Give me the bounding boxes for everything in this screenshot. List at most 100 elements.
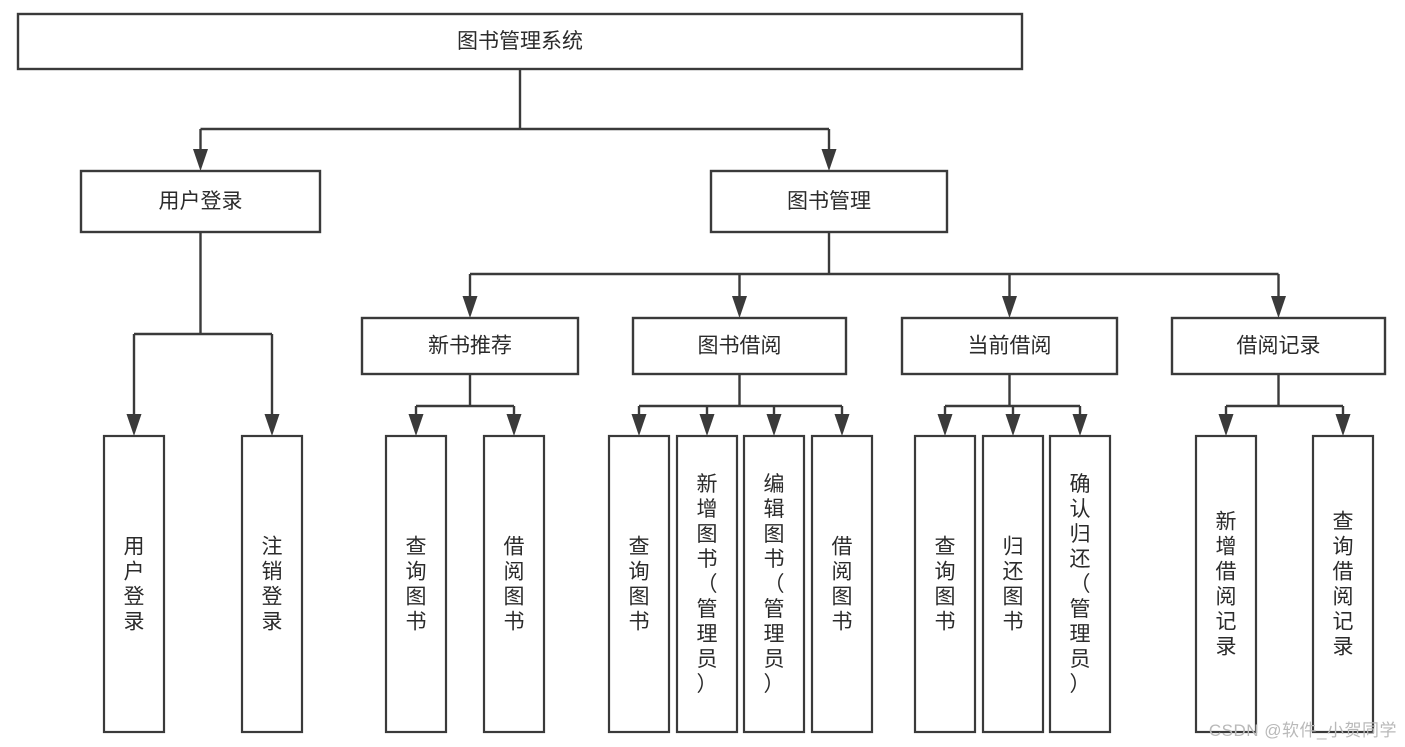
node-label-char: 记 (1333, 611, 1354, 634)
node-label-char: 书 (504, 611, 525, 634)
arrow-head-icon (937, 414, 953, 436)
node-label-char: 阅 (832, 561, 853, 584)
node-root[interactable]: 图书管理系统 (16, 12, 1024, 71)
edge-group-book-borrow (631, 374, 850, 436)
node-label-char: 还 (1070, 548, 1091, 571)
node-leaf-borrow-borrow-book[interactable]: 借阅图书 (810, 434, 874, 734)
arrow-head-icon (1335, 414, 1351, 436)
node-label-char: 确 (1070, 473, 1091, 496)
node-leaf-user-login[interactable]: 用户登录 (102, 434, 166, 734)
arrow-head-icon (408, 414, 424, 436)
node-box-leaf-current-return-book[interactable] (981, 434, 1045, 734)
node-box-leaf-borrow-edit-book[interactable] (742, 434, 806, 734)
node-label-leaf-current-return-book: 归还图书 (1003, 536, 1024, 634)
node-label-char: （ (1070, 573, 1091, 596)
node-label-char: 销 (262, 561, 283, 584)
node-leaf-user-logout[interactable]: 注销登录 (240, 434, 304, 734)
node-box-leaf-borrow-borrow-book[interactable] (810, 434, 874, 734)
node-label-char: （ (764, 573, 785, 596)
node-leaf-rec-borrow-book[interactable]: 借阅图书 (482, 434, 546, 734)
node-label-char: 书 (629, 611, 650, 634)
node-label-char: 书 (697, 548, 718, 571)
node-new-book-recommend[interactable]: 新书推荐 (360, 316, 580, 376)
arrow-head-icon (193, 149, 208, 171)
node-box-leaf-current-query-book[interactable] (913, 434, 977, 734)
node-label-char: 询 (1333, 536, 1354, 559)
node-book-management[interactable]: 图书管理 (709, 169, 949, 234)
node-label-char: 查 (629, 536, 650, 559)
node-label-leaf-borrow-edit-book: 编辑图书（管理员） (764, 473, 785, 696)
arrow-head-icon (506, 414, 522, 436)
node-label-char: 录 (124, 611, 145, 634)
node-label-char: 询 (935, 561, 956, 584)
node-label-char: 图 (697, 523, 718, 546)
node-leaf-current-return-book[interactable]: 归还图书 (981, 434, 1045, 734)
node-label-char: 登 (124, 586, 145, 609)
node-label-char: 阅 (504, 561, 525, 584)
node-box-leaf-record-add[interactable] (1194, 434, 1258, 734)
node-label-char: 书 (935, 611, 956, 634)
node-label-leaf-rec-query-book: 查询图书 (406, 536, 427, 634)
node-box-new-book-recommend[interactable] (360, 316, 580, 376)
node-book-borrow[interactable]: 图书借阅 (631, 316, 848, 376)
node-current-borrow[interactable]: 当前借阅 (900, 316, 1119, 376)
node-label-char: 户 (124, 561, 145, 584)
node-label-root: 图书管理系统 (457, 30, 583, 53)
node-leaf-borrow-query-book[interactable]: 查询图书 (607, 434, 671, 734)
node-label-char: 查 (935, 536, 956, 559)
node-leaf-rec-query-book[interactable]: 查询图书 (384, 434, 448, 734)
node-label-book-borrow: 图书借阅 (698, 335, 782, 358)
edge-group-user-login (126, 232, 280, 436)
node-box-leaf-current-confirm-return[interactable] (1048, 434, 1112, 734)
edge-group-borrow-record (1218, 374, 1351, 436)
node-leaf-current-query-book[interactable]: 查询图书 (913, 434, 977, 734)
node-label-char: 归 (1070, 523, 1091, 546)
node-box-leaf-borrow-add-book[interactable] (675, 434, 739, 734)
arrow-head-icon (1005, 414, 1021, 436)
node-label-char: 书 (1003, 611, 1024, 634)
node-box-book-management[interactable] (709, 169, 949, 234)
node-label-char: 书 (764, 548, 785, 571)
node-leaf-borrow-edit-book[interactable]: 编辑图书（管理员） (742, 434, 806, 734)
node-box-current-borrow[interactable] (900, 316, 1119, 376)
arrow-head-icon (1271, 296, 1286, 318)
node-leaf-current-confirm-return[interactable]: 确认归还（管理员） (1048, 434, 1112, 734)
node-label-book-management: 图书管理 (787, 190, 871, 213)
node-box-leaf-user-logout[interactable] (240, 434, 304, 734)
node-box-leaf-rec-query-book[interactable] (384, 434, 448, 734)
node-borrow-record[interactable]: 借阅记录 (1170, 316, 1387, 376)
arrow-head-icon (732, 296, 747, 318)
node-leaf-borrow-add-book[interactable]: 新增图书（管理员） (675, 434, 739, 734)
node-label-char: ） (697, 673, 718, 696)
node-label-char: 记 (1216, 611, 1237, 634)
node-label-char: 员 (1070, 648, 1091, 671)
node-leaf-record-add[interactable]: 新增借阅记录 (1194, 434, 1258, 734)
node-label-char: 认 (1070, 498, 1091, 521)
arrow-head-icon (834, 414, 850, 436)
node-box-leaf-user-login[interactable] (102, 434, 166, 734)
node-label-char: 员 (764, 648, 785, 671)
node-user-login[interactable]: 用户登录 (79, 169, 322, 234)
node-box-root[interactable] (16, 12, 1024, 71)
edge-group-root (193, 69, 837, 171)
node-leaf-record-query[interactable]: 查询借阅记录 (1311, 434, 1375, 734)
node-label-char: 书 (832, 611, 853, 634)
node-label-char: 录 (1333, 636, 1354, 659)
node-box-user-login[interactable] (79, 169, 322, 234)
node-box-leaf-rec-borrow-book[interactable] (482, 434, 546, 734)
edge-group-book-management (462, 232, 1286, 318)
node-label-char: 借 (504, 536, 525, 559)
node-label-char: 图 (406, 586, 427, 609)
node-label-char: 询 (629, 561, 650, 584)
node-label-char: 归 (1003, 536, 1024, 559)
node-label-user-login: 用户登录 (159, 190, 243, 213)
watermark-label: CSDN @软件_小贺同学 (1208, 721, 1397, 740)
node-box-leaf-borrow-query-book[interactable] (607, 434, 671, 734)
node-box-leaf-record-query[interactable] (1311, 434, 1375, 734)
node-box-borrow-record[interactable] (1170, 316, 1387, 376)
node-label-char: 管 (764, 598, 785, 621)
node-label-char: 编 (764, 473, 785, 496)
node-label-char: 图 (504, 586, 525, 609)
node-label-leaf-user-logout: 注销登录 (262, 536, 283, 634)
node-box-book-borrow[interactable] (631, 316, 848, 376)
